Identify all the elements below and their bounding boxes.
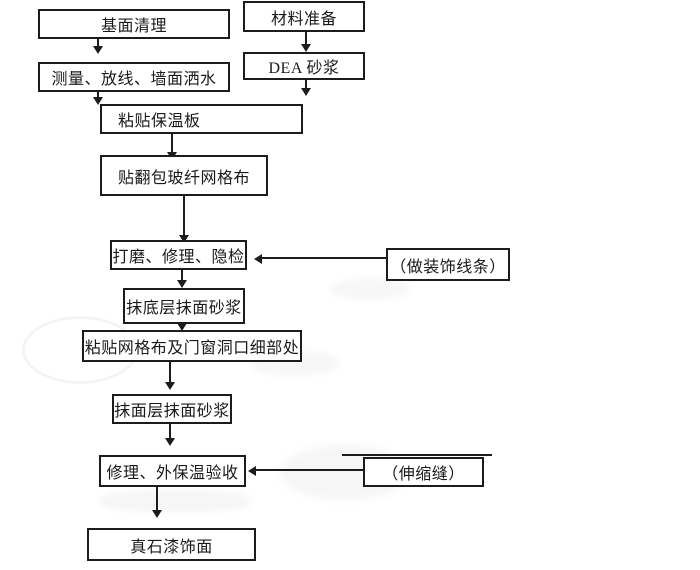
flow-node-label: 测量、放线、墙面洒水 bbox=[51, 71, 217, 88]
flow-node-label: 真石漆饰面 bbox=[130, 538, 213, 556]
edge-grind-to-basecoat-arrowhead bbox=[177, 280, 187, 288]
edge-cleaning-to-measure-arrowhead bbox=[93, 46, 103, 54]
edge-finishcoat-to-acceptance-line bbox=[169, 424, 171, 439]
flow-node-expansion-joint: （伸缩缝） bbox=[363, 457, 484, 487]
flow-node-stone-paint-finish: 真石漆饰面 bbox=[87, 528, 256, 561]
edge-material-to-dea-arrowhead bbox=[301, 44, 311, 52]
expansion-joint-top-rule bbox=[342, 454, 492, 456]
scan-artifact bbox=[100, 490, 250, 512]
edge-moulding-to-grind-arrowhead bbox=[254, 254, 262, 264]
flow-node-label: 打磨、修理、隐检 bbox=[112, 249, 245, 266]
edge-mesh-to-grind-arrowhead bbox=[179, 235, 189, 243]
edge-details-to-finishcoat-line bbox=[169, 362, 171, 383]
flow-node-label: DEA 砂浆 bbox=[268, 60, 340, 77]
edge-details-to-finishcoat-arrowhead bbox=[165, 382, 175, 390]
flow-node-label: 粘贴网格布及门窗洞口细部处 bbox=[84, 340, 300, 357]
edge-acceptance-to-stonepaint-arrowhead bbox=[152, 510, 162, 518]
edge-insulation-to-mesh-line bbox=[171, 134, 173, 153]
edge-dea-to-insulation-arrowhead bbox=[301, 88, 311, 96]
edge-measure-to-insulation-line bbox=[97, 92, 99, 99]
edge-moulding-to-grind-line bbox=[262, 257, 386, 259]
flow-node-repair-external-insulation-acceptance: 修理、外保温验收 bbox=[99, 455, 246, 487]
edge-grind-to-basecoat-line bbox=[181, 270, 183, 281]
flow-node-paste-insulation-board: 粘贴保温板 bbox=[100, 104, 303, 134]
flow-node-label: （伸缩缝） bbox=[382, 466, 465, 483]
scan-artifact bbox=[330, 278, 410, 300]
edge-material-to-dea-line bbox=[305, 32, 307, 45]
flow-node-label: 贴翻包玻纤网格布 bbox=[117, 169, 250, 187]
flow-node-grind-repair-concealed-inspection: 打磨、修理、隐检 bbox=[110, 240, 247, 270]
edge-finishcoat-to-acceptance-arrowhead bbox=[165, 438, 175, 446]
flow-node-label: 修理、外保温验收 bbox=[106, 465, 239, 482]
flow-node-label: 粘贴保温板 bbox=[118, 113, 201, 130]
edge-expansion-to-acceptance-line bbox=[256, 469, 363, 471]
edge-basecoat-to-details-arrowhead bbox=[177, 323, 187, 331]
flow-node-label: （做装饰线条） bbox=[390, 258, 506, 276]
flow-node-base-surface-cleaning: 基面清理 bbox=[38, 9, 230, 39]
flow-node-paste-wrapped-fiberglass-mesh: 贴翻包玻纤网格布 bbox=[100, 155, 268, 196]
flow-node-label: 材料准备 bbox=[270, 10, 337, 28]
edge-acceptance-to-stonepaint-line bbox=[156, 487, 158, 511]
flow-node-apply-base-coat-mortar: 抹底层抹面砂浆 bbox=[123, 288, 245, 324]
flow-node-dea-mortar: DEA 砂浆 bbox=[243, 52, 365, 80]
flow-node-label: 抹面层抹面砂浆 bbox=[114, 403, 230, 420]
flow-node-material-preparation: 材料准备 bbox=[243, 1, 365, 32]
flow-node-decorative-moulding: （做装饰线条） bbox=[386, 248, 510, 281]
flow-node-label: 抹底层抹面砂浆 bbox=[126, 300, 242, 317]
edge-dea-to-insulation-line bbox=[305, 80, 307, 89]
flow-node-paste-mesh-and-opening-details: 粘贴网格布及门窗洞口细部处 bbox=[82, 330, 302, 362]
flow-node-apply-finish-coat-mortar: 抹面层抹面砂浆 bbox=[112, 394, 232, 424]
edge-measure-to-insulation-arrowhead bbox=[93, 97, 103, 105]
edge-mesh-to-grind-line bbox=[183, 196, 185, 236]
flow-node-label: 基面清理 bbox=[100, 18, 167, 35]
edge-expansion-to-acceptance-arrowhead bbox=[248, 466, 256, 476]
flow-node-measure-layout-water-wall: 测量、放线、墙面洒水 bbox=[38, 62, 230, 92]
